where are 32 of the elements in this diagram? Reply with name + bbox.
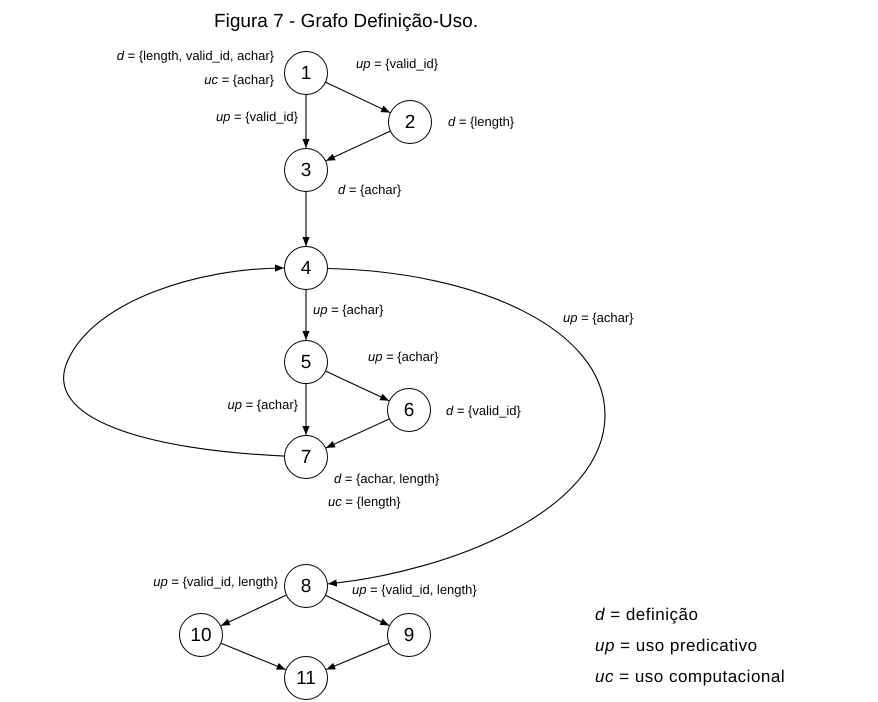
arrow [64, 264, 284, 457]
legend-text: up = uso predicativo [595, 637, 759, 654]
arrow [302, 95, 310, 148]
edge-label: up = {valid_id, length} [153, 575, 278, 588]
arrow [326, 130, 390, 162]
legend-text: uc = uso computacional [595, 668, 786, 685]
figure-title: Figura 7 - Grafo Definição-Uso. [214, 12, 478, 31]
arrow [326, 418, 390, 448]
arrow [302, 192, 310, 246]
arrow [326, 82, 390, 114]
annotation-text: d = {achar} [338, 183, 402, 196]
annotation-text: d = {valid_id} [446, 404, 521, 417]
arrow [328, 268, 606, 586]
edge-label: up = {valid_id, length} [352, 583, 477, 596]
arrow [221, 642, 286, 670]
edge-label: up = {achar} [228, 398, 298, 411]
annotation-text: uc = {achar} [204, 73, 274, 86]
arrow [326, 594, 390, 626]
edge-label: up = {valid_id} [356, 57, 438, 70]
edge-label: up = {achar} [368, 350, 438, 363]
arrow [302, 290, 310, 340]
arrow [326, 642, 389, 670]
annotation-text: d = {length} [448, 115, 514, 128]
edge-label: up = {valid_id} [216, 110, 298, 123]
edge-label: up = {achar} [563, 311, 634, 324]
arrow [326, 370, 390, 402]
annotation-text: uc = {length} [328, 495, 401, 508]
annotation-text: d = {achar, length} [334, 472, 440, 485]
edge-label: up = {achar} [313, 303, 384, 316]
legend-text: d = definição [595, 606, 700, 623]
arrow [302, 384, 310, 435]
annotation-text: d = {length, valid_id, achar} [116, 49, 274, 62]
